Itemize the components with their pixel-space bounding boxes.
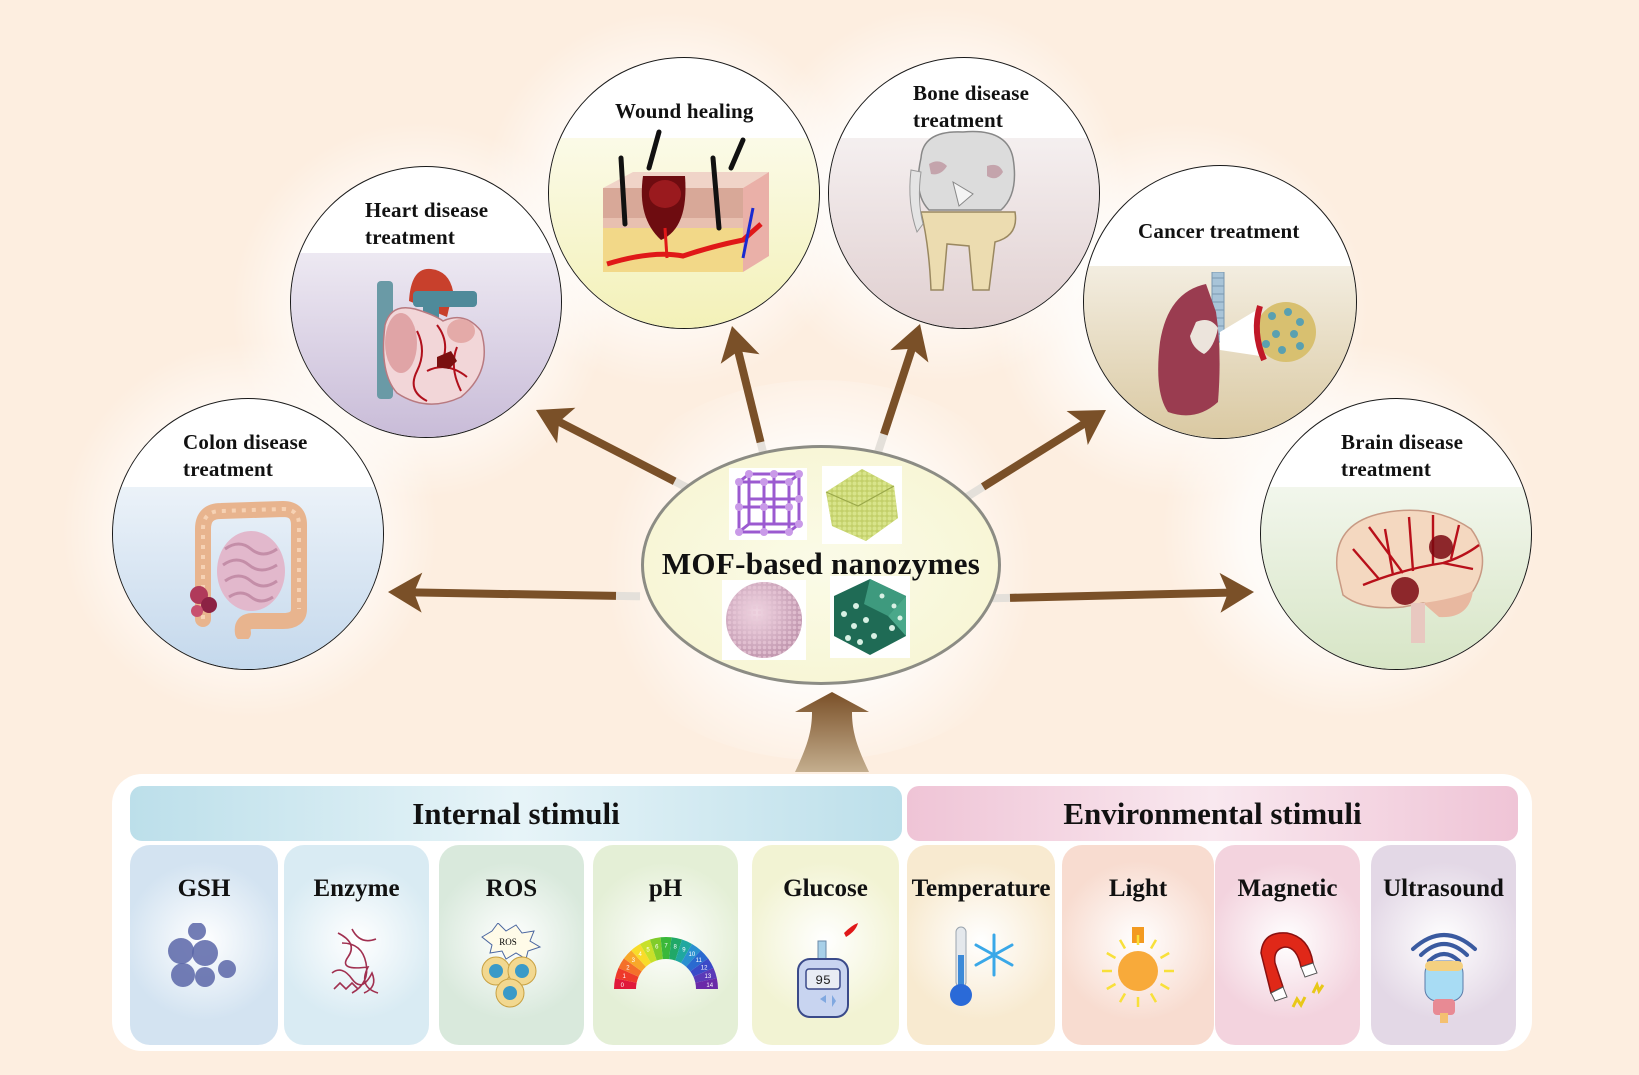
- stimulus-card-gsh: GSH: [130, 845, 278, 1045]
- ph-segment: [660, 937, 671, 960]
- ph-segment: [617, 958, 642, 977]
- application-label: Cancer treatment: [1138, 219, 1300, 243]
- porous-polyhedron-icon: [830, 576, 910, 658]
- arrow-to-brain: [985, 572, 1254, 613]
- ph-tick-label: 3: [631, 958, 635, 964]
- stimulus-card-glucose: Glucose 95: [752, 845, 899, 1045]
- environmental-stimuli-title: Environmental stimuli: [1063, 796, 1362, 831]
- stimulus-label: Glucose: [783, 875, 868, 902]
- ph-tick-label: 11: [695, 958, 702, 964]
- arrow-to-wound: [720, 326, 771, 467]
- application-label: Bone disease treatment: [913, 81, 1030, 132]
- ph-segment: [689, 958, 714, 977]
- ph-tick-label: 13: [704, 974, 711, 980]
- ph-tick-label: 10: [688, 952, 695, 958]
- ph-tick-label: 7: [664, 944, 668, 950]
- ph-tick-label: 9: [682, 947, 686, 953]
- ph-segment: [668, 937, 682, 961]
- stimulus-label: ROS: [485, 875, 538, 902]
- stimulus-label: Temperature: [911, 875, 1051, 902]
- stimulus-card-light: Light: [1062, 845, 1214, 1045]
- ph-tick-label: 8: [673, 944, 677, 950]
- ph-tick-label: 4: [638, 952, 642, 958]
- ph-segment: [694, 978, 718, 989]
- application-bone: Bone disease treatment: [828, 57, 1100, 329]
- arrow-to-bone: [872, 324, 929, 459]
- application-brain: Brain disease treatment: [1260, 398, 1532, 670]
- ph-tick-label: 2: [626, 966, 630, 972]
- stimulus-label: GSH: [177, 875, 231, 902]
- stimulus-card-temperature: Temperature: [907, 845, 1055, 1045]
- ph-segment: [692, 967, 717, 983]
- application-label: Colon disease treatment: [183, 430, 308, 481]
- glucose-reading-text: 95: [815, 973, 831, 988]
- ph-tick-label: 12: [700, 966, 707, 972]
- internal-stimuli-header: Internal stimuli: [130, 786, 902, 841]
- application-label: Heart disease treatment: [365, 198, 489, 249]
- ph-tick-label: 14: [706, 983, 713, 989]
- mof-nanozyme-hub: MOF-based nanozymes: [641, 445, 1001, 685]
- stimulus-card-enzyme: Enzyme: [284, 845, 429, 1045]
- ph-tick-label: 1: [622, 974, 626, 980]
- stimulus-label: Enzyme: [313, 875, 400, 902]
- application-cancer: Cancer treatment: [1083, 165, 1357, 439]
- stimuli-to-hub-arrow: [795, 692, 869, 772]
- ph-segment: [630, 943, 651, 967]
- application-heart: Heart disease treatment: [290, 166, 562, 438]
- ros-badge-text: ROS: [499, 937, 517, 947]
- hub-title: MOF-based nanozymes: [661, 546, 981, 581]
- stimulus-label: Light: [1108, 875, 1168, 902]
- ph-segment: [680, 943, 701, 967]
- stimulus-label: Magnetic: [1237, 875, 1338, 902]
- lattice-framework-icon: [729, 468, 807, 540]
- ph-segment: [614, 967, 639, 983]
- environmental-stimuli-header: Environmental stimuli: [907, 786, 1518, 841]
- stimulus-card-ros: ROS ROS: [439, 845, 584, 1045]
- arrow-to-colon: [388, 572, 641, 613]
- ph-segment: [649, 937, 663, 961]
- application-colon: Colon disease treatment: [112, 398, 384, 670]
- ph-segment: [613, 978, 637, 989]
- application-label: Brain disease treatment: [1341, 430, 1464, 481]
- ph-segment: [685, 950, 708, 972]
- ph-tick-label: 6: [655, 944, 659, 950]
- application-wound: Wound healing: [548, 57, 820, 329]
- stimulus-label: pH: [648, 875, 683, 902]
- sphere-particle-icon: [722, 580, 806, 660]
- ph-tick-label: 0: [620, 983, 624, 989]
- ph-segment: [623, 950, 646, 972]
- ph-tick-label: 5: [646, 947, 650, 953]
- ph-segment: [674, 939, 692, 964]
- stimulus-label: Ultrasound: [1383, 875, 1504, 902]
- stimulus-card-magnetic: Magnetic: [1215, 845, 1360, 1045]
- stimulus-card-ultrasound: Ultrasound: [1371, 845, 1516, 1045]
- application-label: Wound healing: [615, 99, 754, 123]
- dodecahedron-particle-icon: [822, 466, 902, 544]
- ph-segment: [639, 939, 657, 964]
- internal-stimuli-title: Internal stimuli: [412, 796, 620, 831]
